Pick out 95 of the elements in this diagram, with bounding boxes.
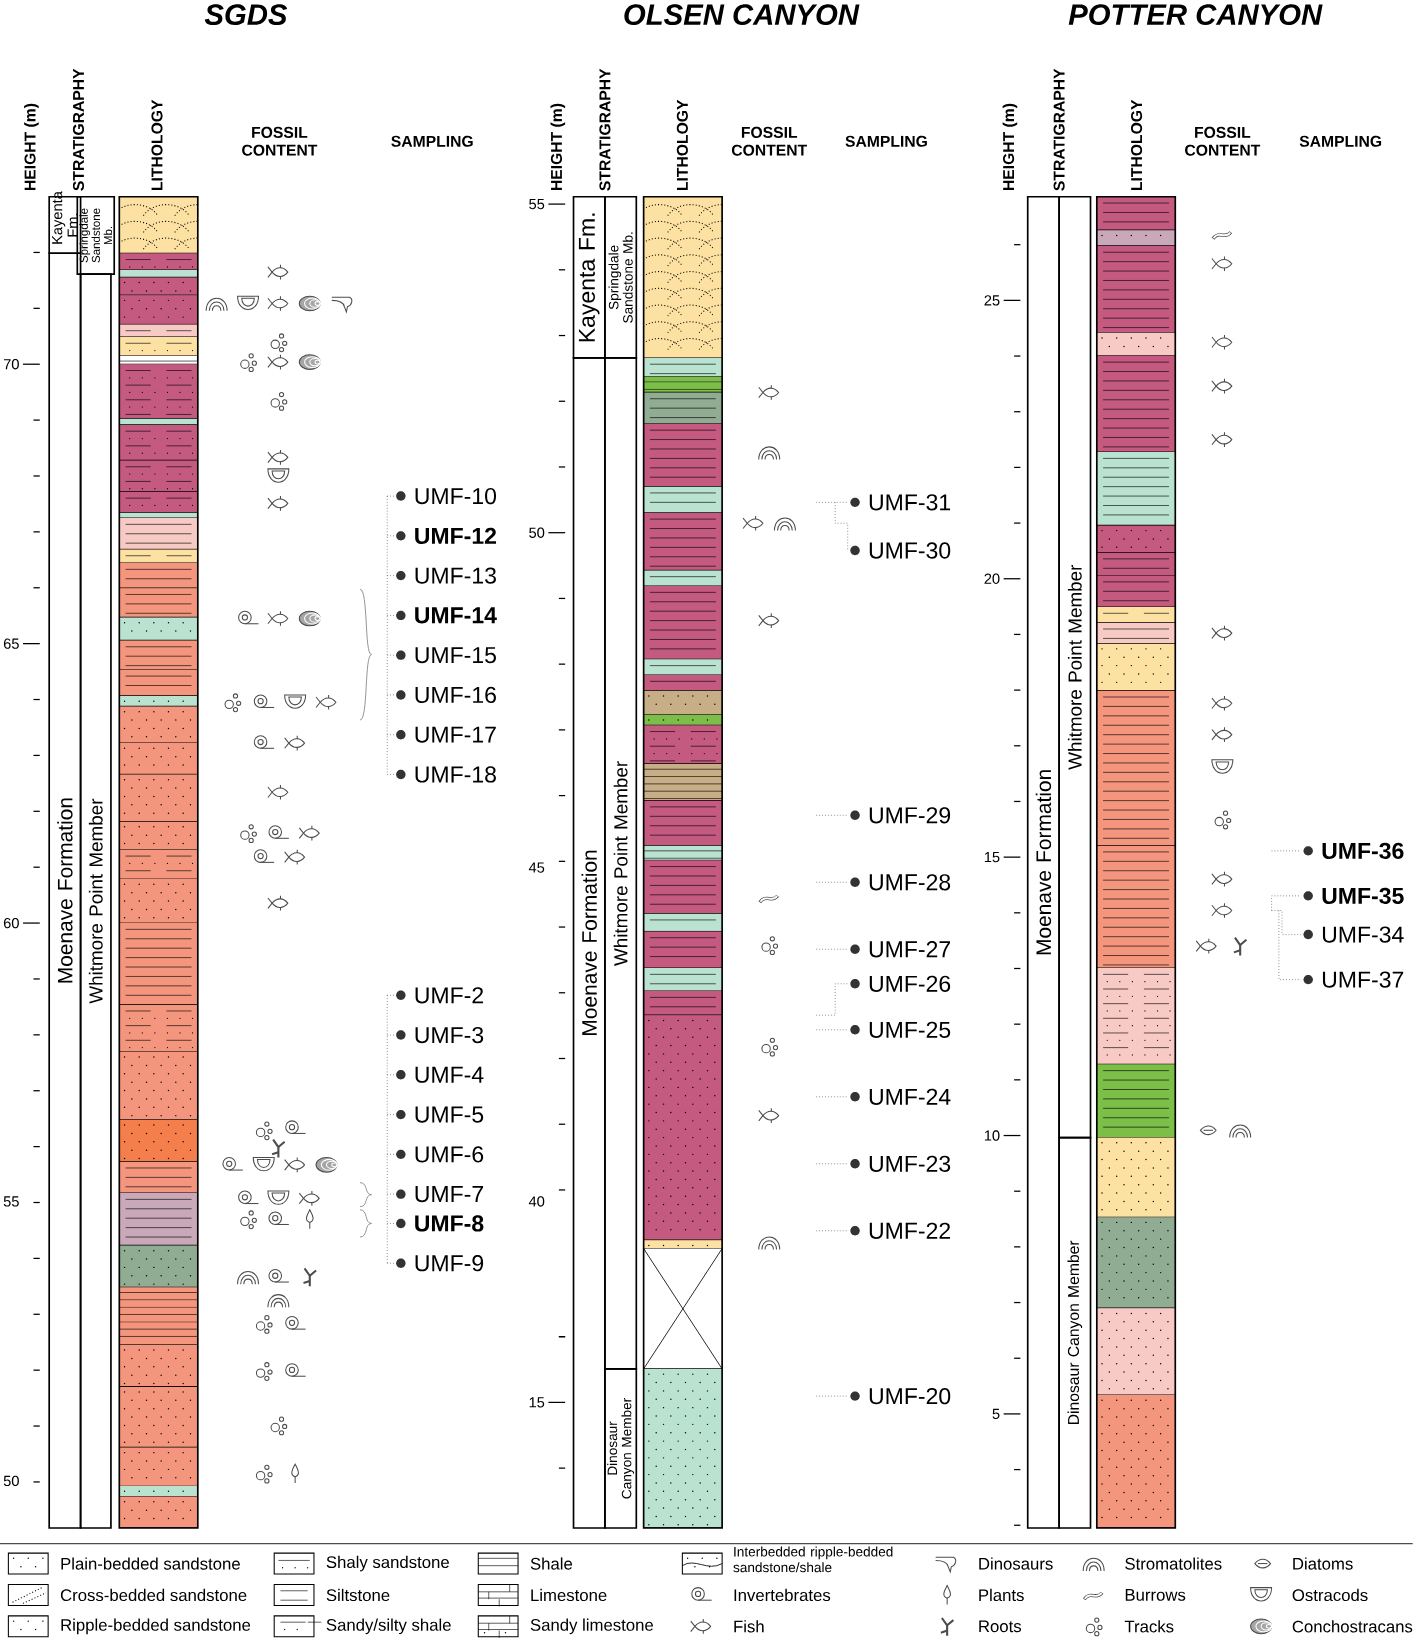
column-header: HEIGHT (m) xyxy=(1002,103,1018,191)
sample-label: UMF-27 xyxy=(850,941,951,958)
stratigraphy-box: Whitmore Point Member xyxy=(1058,195,1092,1139)
tick-label: 55 xyxy=(529,199,545,210)
stratigraphy-box: Whitmore Point Member xyxy=(79,273,112,1529)
column-header: STRATIGRAPHY xyxy=(599,68,611,191)
legend-item: Sandy limestone xyxy=(477,1615,654,1639)
sample-label: UMF-8 xyxy=(396,1215,484,1232)
sample-label: UMF-17 xyxy=(396,726,496,743)
column-header: SAMPLING xyxy=(845,135,927,147)
tick-label: 20 xyxy=(984,573,1000,584)
legend-item: Sandy/silty shale xyxy=(273,1615,451,1638)
tick-label: 50 xyxy=(3,1475,19,1487)
column-header: SAMPLING xyxy=(1299,135,1382,147)
column-header: STRATIGRAPHY xyxy=(1053,68,1065,191)
sample-label: UMF-6 xyxy=(396,1146,484,1163)
sample-label: UMF-22 xyxy=(850,1222,951,1239)
sample-label: UMF-24 xyxy=(850,1088,951,1105)
tick-label: 45 xyxy=(528,862,545,873)
sample-label: UMF-5 xyxy=(396,1106,484,1123)
stratigraphy-box: Moenave Formation xyxy=(1026,195,1061,1529)
sample-label: UMF-7 xyxy=(396,1186,484,1203)
legend-item: Diatoms xyxy=(1254,1557,1353,1570)
sample-label: UMF-16 xyxy=(396,686,496,704)
legend-item: Ripple-bedded sandstone xyxy=(7,1615,251,1638)
stratigraphy-box: Springdale Sandstone Mb. xyxy=(604,195,638,359)
column-header: LITHOLOGY xyxy=(151,99,163,191)
column-header: FOSSIL CONTENT xyxy=(242,126,318,156)
sample-label: UMF-23 xyxy=(850,1155,951,1172)
sample-label: UMF-26 xyxy=(850,975,951,992)
legend-item: Tracks xyxy=(1085,1617,1174,1637)
sample-label: UMF-30 xyxy=(850,542,951,559)
stratigraphy-box: Dinosaur Canyon Member xyxy=(1058,1136,1092,1529)
stratigraphy-box: Whitmore Point Member xyxy=(604,357,638,1370)
legend-item: Dinosaurs xyxy=(935,1556,1053,1573)
legend-item: Burrows xyxy=(1083,1589,1186,1601)
tick-label: 40 xyxy=(528,1196,545,1207)
column-header: STRATIGRAPHY xyxy=(73,68,85,191)
sample-label: UMF-12 xyxy=(396,527,497,544)
sample-label: UMF-4 xyxy=(396,1066,484,1083)
sample-label: UMF-2 xyxy=(396,987,484,1004)
sample-label: UMF-37 xyxy=(1303,971,1404,988)
column-title: SGDS xyxy=(204,4,288,26)
stratigraphy-box: Dinosaur Canyon Member xyxy=(604,1368,638,1529)
sample-label: UMF-18 xyxy=(396,766,496,783)
legend-item: Shaly sandstone xyxy=(273,1552,449,1575)
sample-label: UMF-28 xyxy=(850,874,951,891)
legend-item: Interbedded ripple-bedded sandstone/shale xyxy=(681,1546,893,1575)
stratigraphy-box: Springdale Sandstone Mb. xyxy=(76,195,116,276)
column-header: LITHOLOGY xyxy=(676,99,688,191)
sample-label: UMF-29 xyxy=(850,807,951,824)
tick-label: 55 xyxy=(3,1196,19,1207)
tick-label: 10 xyxy=(985,1130,1000,1141)
legend-item: Ostracods xyxy=(1250,1587,1368,1602)
sample-label: UMF-34 xyxy=(1303,926,1404,943)
column-title: POTTER CANYON xyxy=(1068,4,1323,26)
sample-label: UMF-10 xyxy=(396,487,497,505)
tick-label: 5 xyxy=(992,1408,1000,1419)
column-header: FOSSIL CONTENT xyxy=(1185,126,1261,156)
sample-label: UMF-25 xyxy=(850,1021,951,1038)
legend-item: Stromatolites xyxy=(1082,1557,1222,1572)
column-header: HEIGHT (m) xyxy=(550,103,566,191)
stratigraphy-box: Moenave Formation xyxy=(572,357,606,1529)
legend-item: Plain-bedded sandstone xyxy=(7,1552,240,1575)
legend-item: Fish xyxy=(690,1618,764,1635)
tick-label: 50 xyxy=(529,527,545,538)
legend-item: Conchostracans xyxy=(1250,1618,1413,1635)
sample-label: UMF-13 xyxy=(396,567,496,584)
sample-label: UMF-9 xyxy=(396,1255,484,1272)
legend-item: Invertebrates xyxy=(691,1587,831,1602)
column-header: HEIGHT (m) xyxy=(24,103,39,191)
sample-label: UMF-3 xyxy=(396,1026,484,1044)
sample-label: UMF-20 xyxy=(850,1388,951,1405)
legend-item: Plants xyxy=(943,1585,1024,1605)
legend-item: Siltstone xyxy=(273,1583,390,1606)
column-title: OLSEN CANYON xyxy=(624,4,860,26)
column-header: FOSSIL CONTENT xyxy=(732,126,808,156)
legend-item: Cross-bedded sandstone xyxy=(7,1583,247,1606)
tick-label: 60 xyxy=(4,917,19,929)
stratigraphy-box: Kayenta Fm. xyxy=(572,195,606,359)
sample-label: UMF-14 xyxy=(396,607,497,624)
legend-item: Shale xyxy=(477,1552,573,1575)
legend-item: Limestone xyxy=(477,1583,607,1607)
tick-label: 70 xyxy=(4,359,19,370)
column-header: LITHOLOGY xyxy=(1131,99,1143,191)
sample-label: UMF-31 xyxy=(850,494,951,511)
sample-label: UMF-15 xyxy=(396,647,497,664)
tick-label: 25 xyxy=(984,295,1000,306)
sample-label: UMF-36 xyxy=(1303,842,1404,860)
tick-label: 65 xyxy=(4,638,19,649)
tick-label: 15 xyxy=(529,1397,545,1408)
sample-label: UMF-35 xyxy=(1303,887,1404,905)
column-header: SAMPLING xyxy=(391,135,473,147)
tick-label: 15 xyxy=(985,852,1000,863)
legend-item: Roots xyxy=(940,1617,1022,1636)
